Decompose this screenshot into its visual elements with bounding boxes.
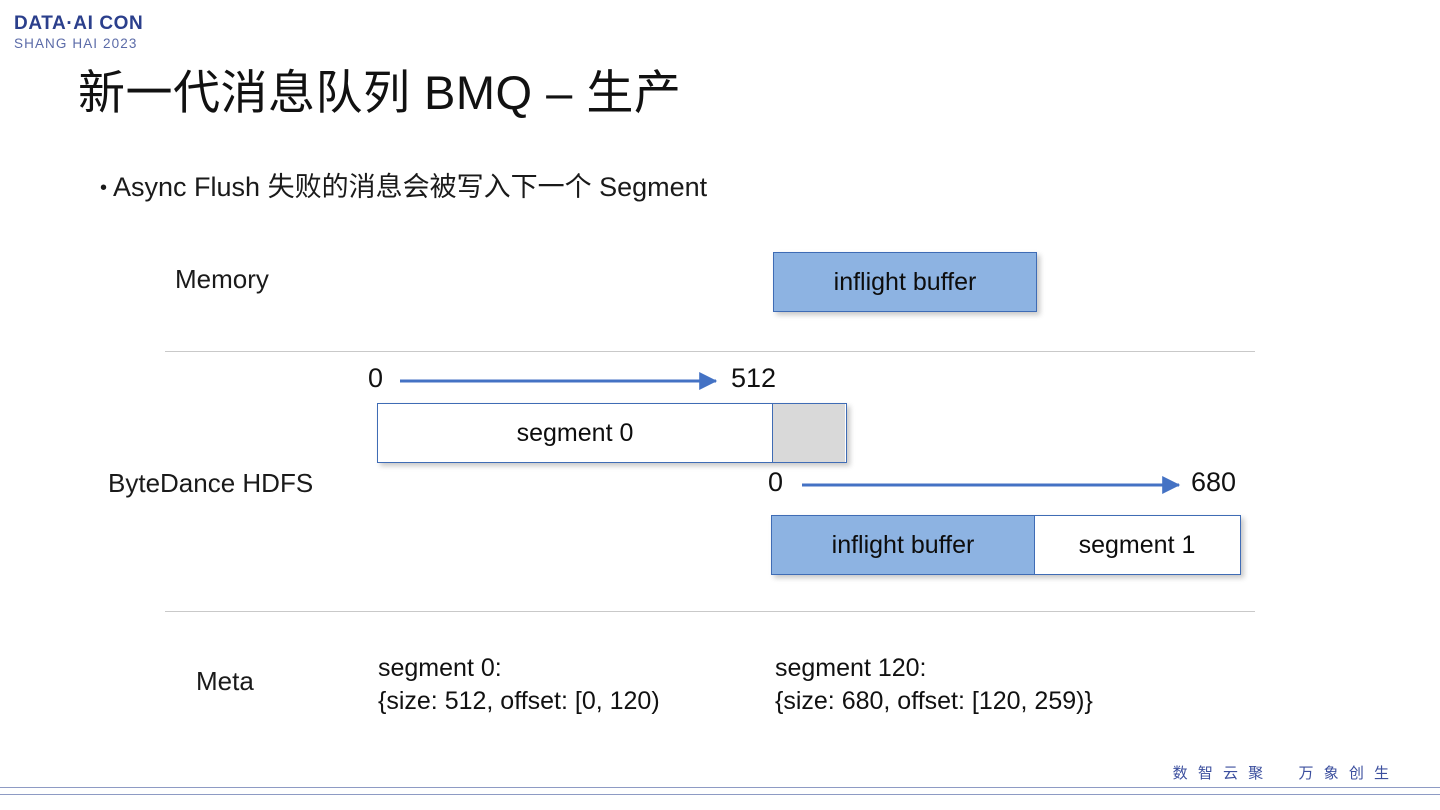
segment1-axis-start-label: 0 [768,467,784,497]
segment0-pane: segment 0 [378,404,772,462]
memory-inflight-buffer-box: inflight buffer [773,252,1037,312]
segment1-axis-end-label: 680 [1191,467,1237,497]
divider-memory-hdfs [165,351,1255,352]
memory-inflight-buffer-label: inflight buffer [833,267,977,296]
segment1-label: segment 1 [1078,530,1196,559]
footer-rule-top [0,787,1440,788]
meta-entry-segment1: segment 120: {size: 680, offset: [120, 2… [775,654,1093,715]
meta-entry-segment0: segment 0: {size: 512, offset: [0, 120) [378,654,660,715]
logo-secondary-text: SHANG HAI 2023 [14,36,138,51]
segment1-axis-arrow [802,476,1181,494]
segment0-bar: segment 0 [377,403,847,463]
bullet-marker-icon: • [100,177,108,200]
segment0-axis-arrow [400,372,718,390]
segment1-pane: segment 1 [1034,516,1239,574]
bullet-item: •Async Flush 失败的消息会被写入下一个 Segment [100,165,707,204]
row-label-meta: Meta [196,666,254,696]
divider-hdfs-meta [165,611,1255,612]
segment1-inflight-buffer-pane: inflight buffer [772,516,1034,574]
bullet-text: Async Flush 失败的消息会被写入下一个 Segment [113,172,708,202]
row-label-hdfs: ByteDance HDFS [108,468,314,498]
row-label-memory: Memory [175,264,269,294]
segment0-tail-pane [772,404,845,462]
segment0-axis-start-label: 0 [368,363,384,393]
segment0-axis-end-label: 512 [731,363,777,393]
logo-primary-text: DATA·AI CON [14,13,144,34]
segment1-inflight-buffer-label: inflight buffer [831,530,975,559]
page-title: 新一代消息队列 BMQ – 生产 [78,66,682,119]
segment0-label: segment 0 [516,418,634,447]
conference-logo: DATA·AI CON SHANG HAI 2023 [14,14,143,51]
segment1-bar: inflight buffer segment 1 [771,515,1241,575]
footer-slogan: 数 智 云 聚 万 象 创 生 [1172,765,1392,782]
footer-rule-bottom [0,794,1440,795]
